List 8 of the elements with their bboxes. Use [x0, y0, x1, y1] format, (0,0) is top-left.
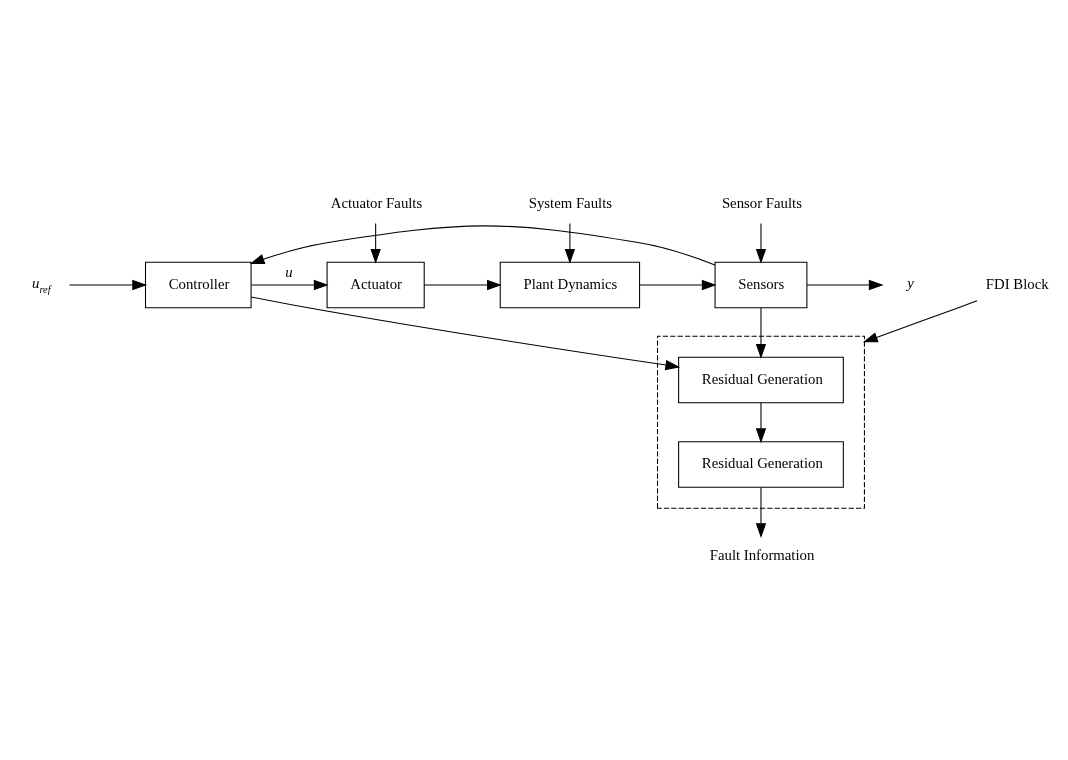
node-text: Actuator Faults: [330, 195, 423, 212]
edge-label: u: [285, 263, 293, 280]
node-text: System Faults: [528, 195, 612, 212]
node-text: FDI Block: [985, 275, 1049, 292]
node-text: Fault Information: [709, 546, 815, 563]
node-text: y: [907, 274, 914, 291]
node-text: u$_{ref}$: [32, 274, 51, 296]
node-text: Sensor Faults: [721, 195, 802, 212]
